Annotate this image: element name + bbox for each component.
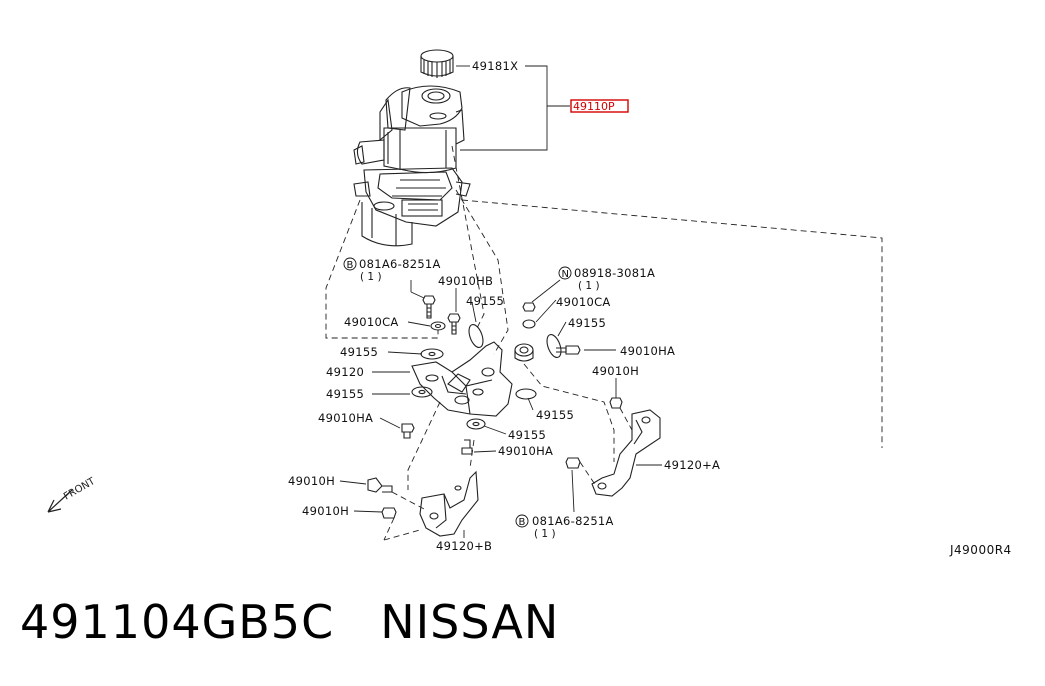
circle-n-marker	[558, 266, 572, 280]
label-bolt-n-qty: ( 1 )	[578, 280, 600, 292]
label-cap[interactable]: 49181X	[472, 59, 518, 73]
pump-assembly-illustration	[353, 49, 471, 247]
label-assembly-highlighted[interactable]: 49110P	[573, 100, 615, 113]
circle-b-letter-bottom: B	[519, 517, 526, 528]
label-ca-left[interactable]: 49010CA	[344, 315, 399, 329]
part-number: 491104GB5C	[20, 595, 335, 649]
label-bracket-a[interactable]: 49120+A	[664, 458, 720, 472]
label-h-right[interactable]: 49010H	[592, 364, 639, 378]
fasteners-illustration	[367, 295, 623, 519]
label-bracket-main[interactable]: 49120	[326, 365, 364, 379]
label-h-left-1[interactable]: 49010H	[288, 474, 335, 488]
label-gasket-left-1[interactable]: 49155	[340, 345, 378, 359]
label-gasket-top[interactable]: 49155	[466, 294, 504, 308]
part-labels: 49181X 49110P B 081A6-8251A ( 1 ) N 0891…	[288, 59, 720, 553]
part-caption: 491104GB5C NISSAN	[20, 595, 559, 649]
label-bolt-b-top-qty: ( 1 )	[360, 271, 382, 283]
brand-name: NISSAN	[380, 595, 560, 649]
drawing-code: J49000R4	[950, 543, 1012, 557]
label-bracket-b[interactable]: 49120+B	[436, 539, 492, 553]
front-indicator: FRONT	[47, 476, 98, 513]
circle-b-marker-top	[343, 257, 357, 271]
label-ca-right[interactable]: 49010CA	[556, 295, 611, 309]
circle-n-letter: N	[562, 269, 569, 280]
label-gasket-left-2[interactable]: 49155	[326, 387, 364, 401]
label-gasket-right-top[interactable]: 49155	[568, 316, 606, 330]
leader-lines	[325, 65, 883, 541]
front-label: FRONT	[62, 476, 98, 503]
label-hb[interactable]: 49010HB	[438, 274, 493, 288]
parts-diagram: 49181X 49110P B 081A6-8251A ( 1 ) N 0891…	[47, 49, 883, 553]
label-gasket-mid-right[interactable]: 49155	[536, 408, 574, 422]
label-bolt-b-top[interactable]: 081A6-8251A	[359, 257, 441, 271]
bracket-assembly-illustration	[411, 341, 661, 537]
circle-b-marker-bottom	[515, 514, 529, 528]
label-bolt-n[interactable]: 08918-3081A	[574, 266, 655, 280]
label-ha-right[interactable]: 49010HA	[620, 344, 675, 358]
label-gasket-lower[interactable]: 49155	[508, 428, 546, 442]
label-ha-left[interactable]: 49010HA	[318, 411, 373, 425]
label-ha-lower[interactable]: 49010HA	[498, 444, 553, 458]
label-bolt-b-bottom-qty: ( 1 )	[534, 528, 556, 540]
highlight-box	[570, 99, 629, 113]
label-h-left-2[interactable]: 49010H	[302, 504, 349, 518]
label-bolt-b-bottom[interactable]: 081A6-8251A	[532, 514, 614, 528]
circle-b-letter-top: B	[347, 260, 354, 271]
